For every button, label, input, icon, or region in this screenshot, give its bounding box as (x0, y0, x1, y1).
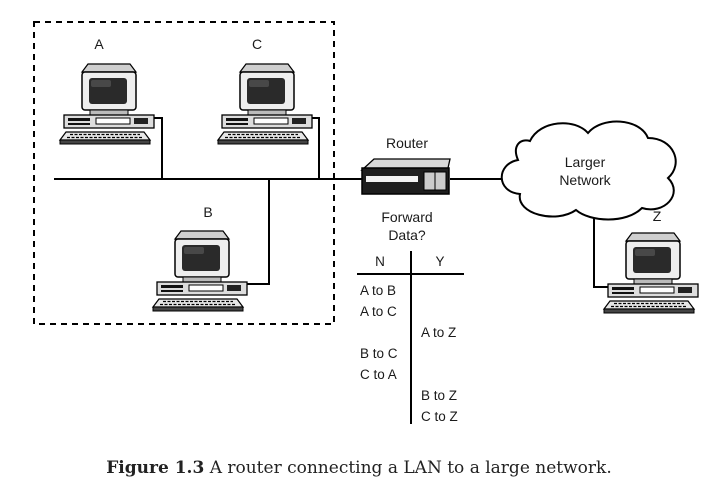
table-yes-entry: C to Z (421, 409, 458, 424)
computer-z (603, 232, 699, 314)
computer-z-label: Z (653, 208, 662, 224)
computer-b-label: B (203, 204, 212, 220)
figure-caption: Figure 1.3 A router connecting a LAN to … (0, 458, 718, 478)
computer-a-label: A (94, 36, 104, 52)
lan-boundary (33, 21, 335, 325)
table-no-entry: B to C (360, 346, 398, 361)
cloud-label-line1: Larger (565, 154, 606, 170)
table-no-entry: A to C (360, 304, 397, 319)
table-header-yes: Y (435, 254, 444, 269)
question-line1: Forward (381, 209, 432, 225)
computer-c-label: C (252, 36, 262, 52)
computer-a (59, 63, 155, 145)
table-yes-entry: A to Z (421, 325, 456, 340)
table-header-no: N (375, 254, 385, 269)
question-line2: Data? (388, 227, 426, 243)
caption-text: A router connecting a LAN to a large net… (209, 458, 612, 478)
computer-b (152, 230, 248, 312)
caption-number: Figure 1.3 (106, 458, 205, 478)
computer-c (217, 63, 313, 145)
router-device (360, 158, 451, 195)
network-diagram: A C B Z Router Larger Network Forward Da… (33, 21, 699, 424)
router-label: Router (386, 135, 428, 151)
table-yes-entry: B to Z (421, 388, 457, 403)
larger-network-cloud (500, 120, 677, 221)
forwarding-table: N Y A to B A to C B to C C to A A to Z B… (357, 251, 464, 424)
cloud-label-line2: Network (559, 172, 611, 188)
table-no-entry: C to A (360, 367, 397, 382)
table-no-entry: A to B (360, 283, 396, 298)
